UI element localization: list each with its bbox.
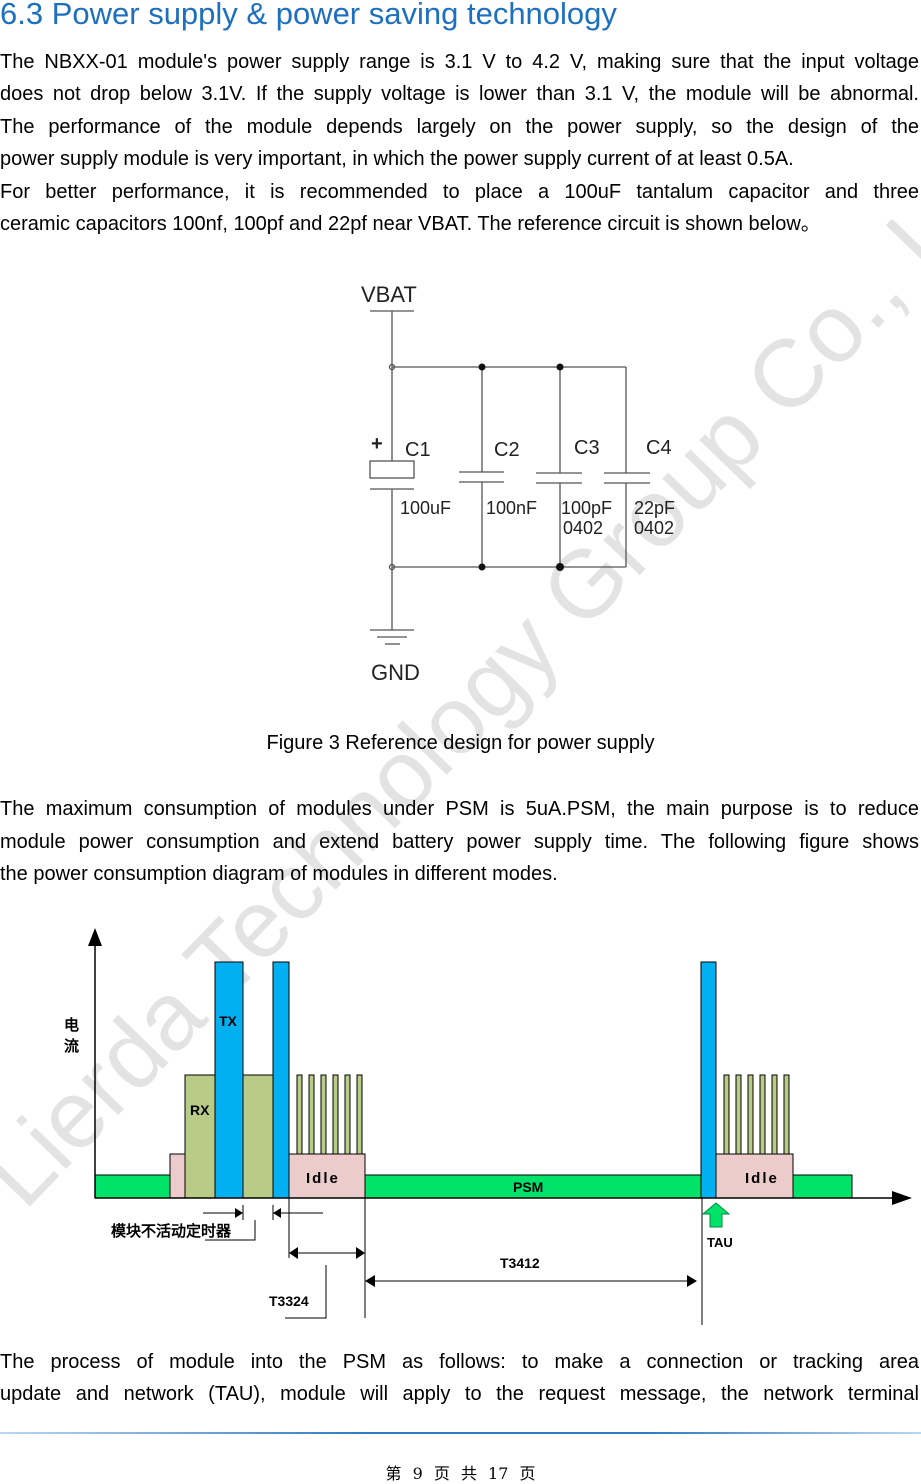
paragraph-line: power supply module is very important, i… bbox=[0, 148, 794, 170]
paragraph-line: the power consumption diagram of modules… bbox=[0, 863, 558, 885]
cap-ref: C2 bbox=[494, 439, 520, 461]
gnd-label: GND bbox=[371, 660, 420, 685]
y-axis-label: 电 bbox=[64, 1016, 79, 1034]
tx-bar bbox=[214, 961, 244, 1199]
idle-bar bbox=[288, 1153, 366, 1199]
paragraph-line: The performance of the module depends la… bbox=[0, 116, 919, 138]
tau-tx-bar bbox=[700, 961, 717, 1199]
cap-package: 0402 bbox=[634, 518, 674, 538]
paragraph-line: update and network (TAU), module will ap… bbox=[0, 1383, 919, 1405]
rx-label: RX bbox=[190, 1102, 210, 1118]
cap-value: 100uF bbox=[400, 498, 451, 518]
idle-bar bbox=[715, 1153, 794, 1199]
paragraph-line: ceramic capacitors 100nf, 100pf and 22pf… bbox=[0, 213, 821, 235]
cap-ref: C1 bbox=[405, 439, 431, 461]
rx-bar bbox=[184, 1074, 216, 1199]
psm-label: PSM bbox=[513, 1179, 543, 1195]
cap-ref: C4 bbox=[646, 437, 672, 459]
paragraph-line: The maximum consumption of modules under… bbox=[0, 798, 919, 820]
section-heading: 6.3 Power supply & power saving technolo… bbox=[0, 0, 617, 31]
tau-label: TAU bbox=[707, 1235, 733, 1250]
figure-caption: Figure 3 Reference design for power supp… bbox=[266, 732, 655, 754]
pre-psm-bar bbox=[94, 1174, 171, 1199]
polarity-plus: + bbox=[371, 433, 383, 455]
cap-value: 22pF bbox=[634, 498, 675, 518]
tau-arrow-icon bbox=[701, 1202, 731, 1228]
paragraph-line: For better performance, it is recommende… bbox=[0, 181, 919, 203]
vbat-label: VBAT bbox=[361, 282, 417, 307]
cap-value: 100nF bbox=[486, 498, 537, 518]
paragraph-line: The process of module into the PSM as fo… bbox=[0, 1351, 919, 1373]
cap-ref: C3 bbox=[574, 437, 600, 459]
page-number: 第 9 页 共 17 页 bbox=[385, 1464, 536, 1483]
paragraph-line: does not drop below 3.1V. If the supply … bbox=[0, 83, 919, 105]
t3324-label: T3324 bbox=[269, 1293, 309, 1309]
paragraph-line: The NBXX-01 module's power supply range … bbox=[0, 51, 919, 73]
inactivity-timer-label: 模块不活动定时器 bbox=[111, 1222, 232, 1240]
paragraph-line: module power consumption and extend batt… bbox=[0, 831, 919, 853]
footer-divider bbox=[0, 1432, 921, 1434]
t3412-label: T3412 bbox=[500, 1255, 540, 1271]
tx-label: TX bbox=[219, 1013, 238, 1029]
cap-value: 100pF bbox=[561, 498, 612, 518]
cap-package: 0402 bbox=[563, 518, 603, 538]
idle-label: Idle bbox=[306, 1170, 340, 1187]
y-axis-label: 流 bbox=[64, 1037, 79, 1055]
idle-label: Idle bbox=[745, 1170, 779, 1187]
